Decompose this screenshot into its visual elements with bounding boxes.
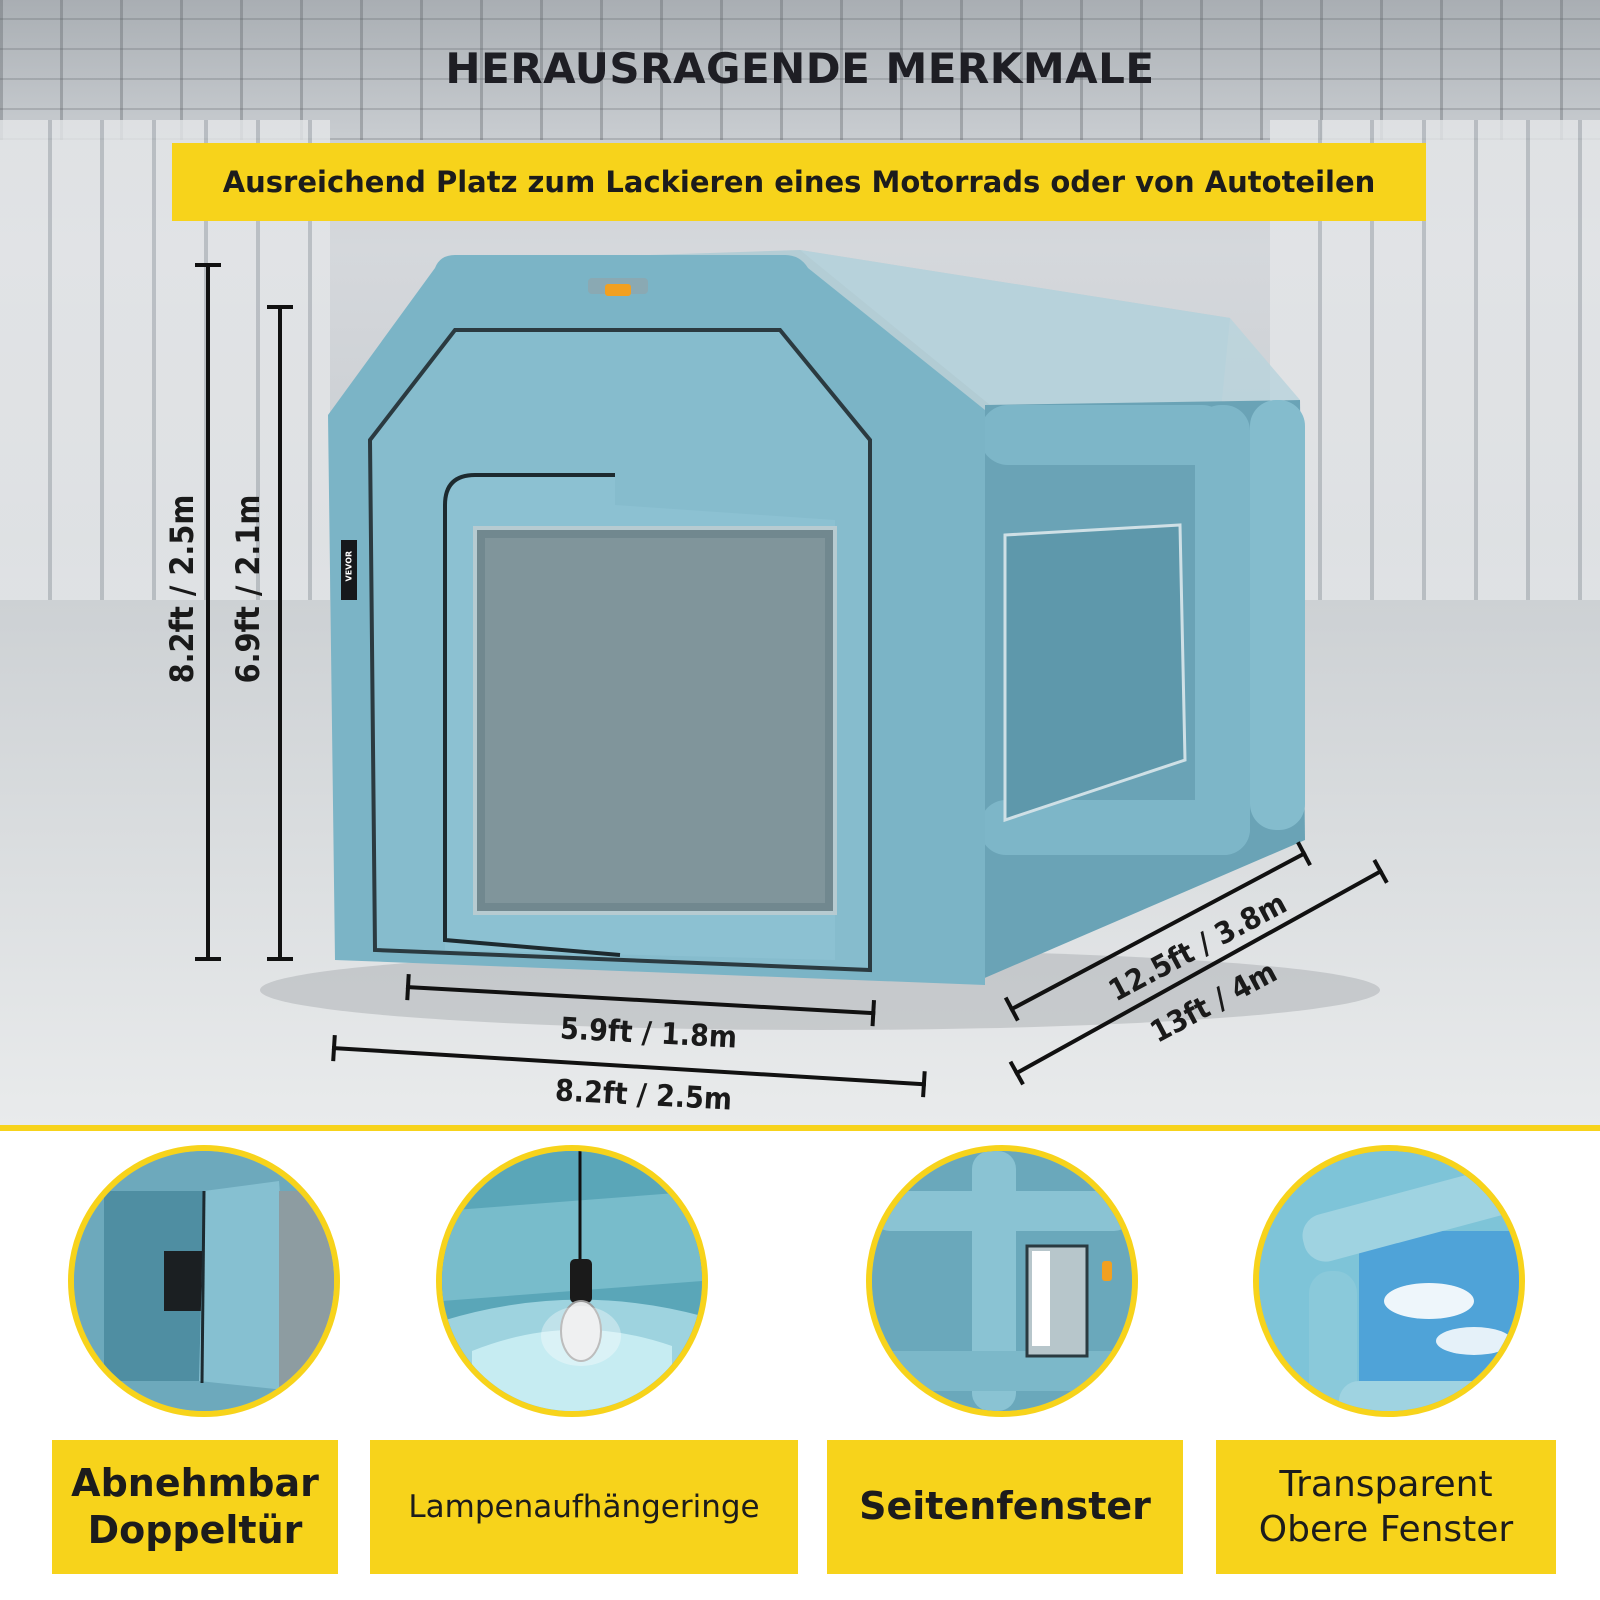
warehouse-ceiling (0, 0, 1600, 140)
hero-section: VEVOR HERAUSRAGENDE MERKMALE Ausreichend… (0, 0, 1600, 1125)
outer-height-label: 8.2ft / 2.5m (163, 494, 201, 684)
feature-label-detachable-door: Abnehmbar Doppeltür (52, 1440, 338, 1574)
feature-label-line1: Abnehmbar (71, 1460, 319, 1505)
brand-tag: VEVOR (344, 550, 354, 582)
feature-label-lamp-hanger: Lampenaufhängeringe (370, 1440, 798, 1574)
banner-text: Ausreichend Platz zum Lackieren eines Mo… (222, 165, 1376, 199)
inner-height-line (267, 305, 293, 961)
feature-label-line1: Seitenfenster (859, 1484, 1151, 1529)
section-divider (0, 1125, 1600, 1131)
feature-label-line2: Doppeltür (87, 1508, 303, 1552)
lamp-hanger-icon (436, 1145, 708, 1417)
feature-label-line1: Lampenaufhängeringe (408, 1488, 760, 1525)
inner-height-label: 6.9ft / 2.1m (229, 494, 267, 684)
side-window-icon (866, 1145, 1138, 1417)
detachable-door-icon (68, 1145, 340, 1417)
top-banner: Ausreichend Platz zum Lackieren eines Mo… (172, 143, 1426, 221)
feature-label-top-window: Transparent Obere Fenster (1216, 1440, 1556, 1574)
feature-label-line1: Transparent (1279, 1464, 1493, 1505)
outer-height-line (195, 263, 221, 961)
feature-label-side-window: Seitenfenster (827, 1440, 1183, 1574)
feature-label-line2: Obere Fenster (1258, 1509, 1514, 1550)
headline: HERAUSRAGENDE MERKMALE (445, 44, 1155, 93)
top-window-icon (1253, 1145, 1525, 1417)
paint-booth-tent-illustration (260, 250, 1380, 1030)
